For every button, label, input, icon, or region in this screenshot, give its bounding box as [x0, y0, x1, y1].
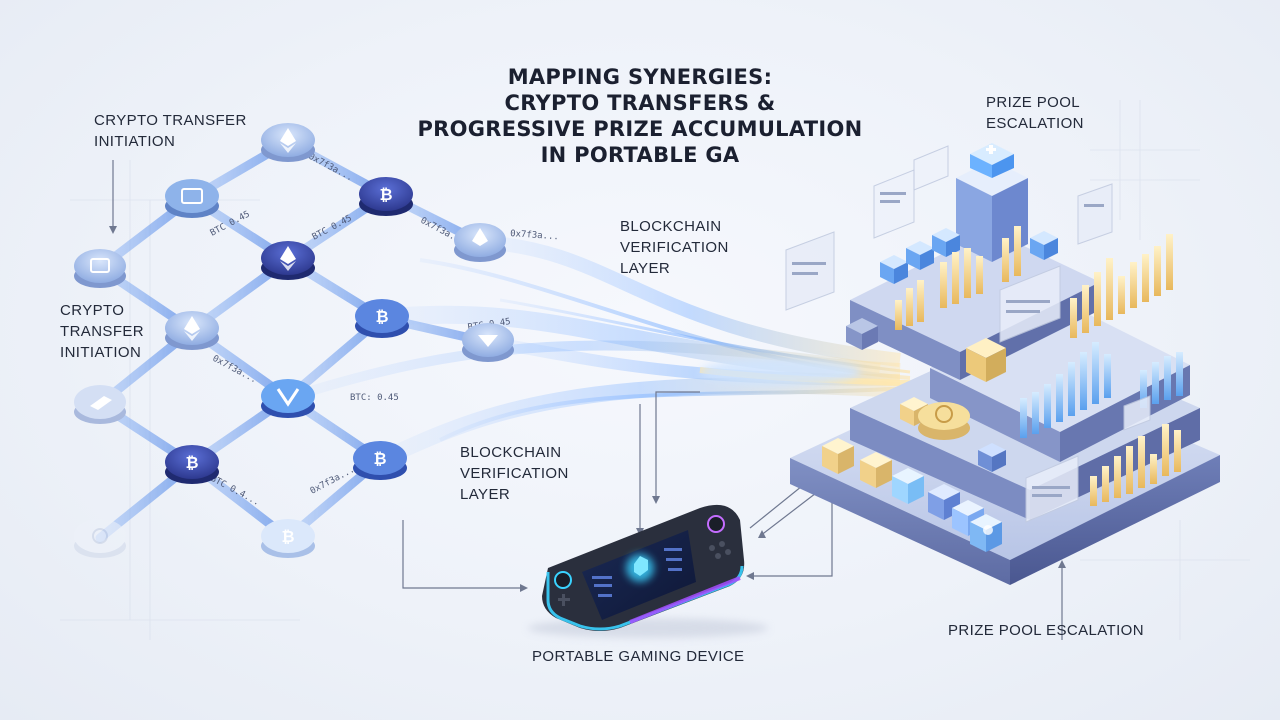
label-line: VERIFICATION: [460, 465, 569, 482]
tx-chip-7: BTC: 0.45: [350, 393, 399, 403]
tx-chip-3: BTC 0.45: [311, 213, 354, 242]
node-wallet: [462, 323, 514, 362]
ethereum-icon: [280, 128, 296, 146]
label-line: LAYER: [460, 486, 511, 503]
ethereum-icon: [184, 316, 200, 334]
title-line-2: CRYPTO TRANSFERS &: [504, 91, 776, 115]
bitcoin-icon: ₿: [379, 185, 392, 204]
connector-arrows: [109, 160, 1066, 640]
label-line: CRYPTO: [60, 302, 125, 319]
floating-panels: [785, 145, 1151, 523]
node-bitcoin: ₿: [353, 441, 407, 480]
tx-chip-1: 0x7f3a...: [307, 152, 355, 184]
joystick-right: [707, 515, 725, 533]
prize-cross-icon: [986, 145, 996, 154]
tx-chip-9: BTC 0.4...: [209, 474, 262, 508]
ethereum-icon: [280, 246, 296, 264]
bitcoin-icon: ₿: [281, 527, 294, 546]
bitcoin-icon: ₿: [185, 453, 198, 472]
bars-top: [895, 226, 1173, 338]
label-blockchain-top: BLOCKCHAIN VERIFICATION LAYER: [620, 216, 729, 279]
label-line: TRANSFER: [60, 323, 145, 340]
label-line: INITIATION: [60, 344, 142, 361]
node-wallet: [74, 249, 126, 288]
label-line: INITIATION: [94, 133, 176, 150]
joystick-left: [554, 571, 572, 589]
label-prize-pool-top: PRIZE POOL ESCALATION: [986, 92, 1084, 134]
node-bitcoin: ₿: [359, 177, 413, 216]
portable-gaming-device: [528, 504, 768, 638]
node-ethereum: [454, 223, 506, 262]
label-crypto-transfer-top: CRYPTO TRANSFER INITIATION: [94, 110, 247, 152]
background-grid: [60, 100, 1250, 640]
blue-cubes: [846, 228, 1058, 350]
wallet-icon: [276, 388, 300, 407]
node-ethereum: [165, 311, 219, 350]
bitcoin-icon: ₿: [375, 307, 388, 326]
node-bitcoin: ₿: [261, 519, 315, 558]
label-line: VERIFICATION: [620, 239, 729, 256]
prize-coin: [918, 402, 970, 440]
node-faded: [74, 519, 126, 558]
node-bitcoin: ₿: [355, 299, 409, 338]
bars-middle: [1020, 342, 1183, 438]
tx-chip-text: BTC 0.4...: [209, 474, 262, 508]
title-line-3: PROGRESSIVE PRIZE ACCUMULATION: [417, 117, 863, 141]
bitcoin-icon: ₿: [373, 449, 386, 468]
label-prize-pool-bottom: PRIZE POOL ESCALATION: [948, 622, 1144, 639]
label-line: CRYPTO TRANSFER: [94, 112, 247, 129]
wallet-icon: [181, 188, 203, 204]
node-bitcoin: ₿: [165, 445, 219, 484]
ethereum-icon: [472, 228, 488, 246]
node-wallet: [165, 179, 219, 218]
label-line: LAYER: [620, 260, 671, 277]
bitcoin-icon: [983, 525, 993, 535]
node-ethereum: [261, 241, 315, 280]
node-ethereum: [261, 123, 315, 162]
wallet-icon: [478, 335, 498, 347]
label-line: ESCALATION: [986, 115, 1084, 132]
tx-chip-text: 0x7f3a...: [510, 229, 559, 242]
prize-pool-structure: [785, 143, 1220, 585]
tx-chip-text: BTC 0.45: [311, 213, 354, 242]
label-line: BLOCKCHAIN: [460, 444, 562, 461]
network-nodes: ₿ ₿: [74, 123, 514, 558]
tx-chip-5: 0x7f3a...: [510, 229, 559, 242]
network-links: [95, 137, 493, 543]
wallet-icon: [90, 258, 110, 273]
bars-bottom: [1090, 424, 1181, 506]
tx-chip-text: BTC: 0.45: [350, 393, 399, 403]
label-line: BLOCKCHAIN: [620, 218, 722, 235]
flow-glow: [700, 358, 860, 386]
node-wallet: [74, 385, 126, 424]
node-wallet: [261, 379, 315, 418]
label-line: PRIZE POOL: [986, 94, 1081, 111]
label-blockchain-bottom: BLOCKCHAIN VERIFICATION LAYER: [460, 442, 569, 505]
title-line-1: MAPPING SYNERGIES:: [507, 65, 773, 89]
label-portable-gaming-device: PORTABLE GAMING DEVICE: [532, 648, 745, 665]
label-crypto-transfer-left: CRYPTO TRANSFER INITIATION: [60, 300, 144, 363]
tx-chip-text: 0x7f3a...: [307, 152, 355, 184]
diagram-title: MAPPING SYNERGIES: CRYPTO TRANSFERS & PR…: [360, 64, 920, 168]
wallet-icon: [90, 396, 112, 410]
title-line-4: IN PORTABLE GA: [540, 143, 740, 167]
